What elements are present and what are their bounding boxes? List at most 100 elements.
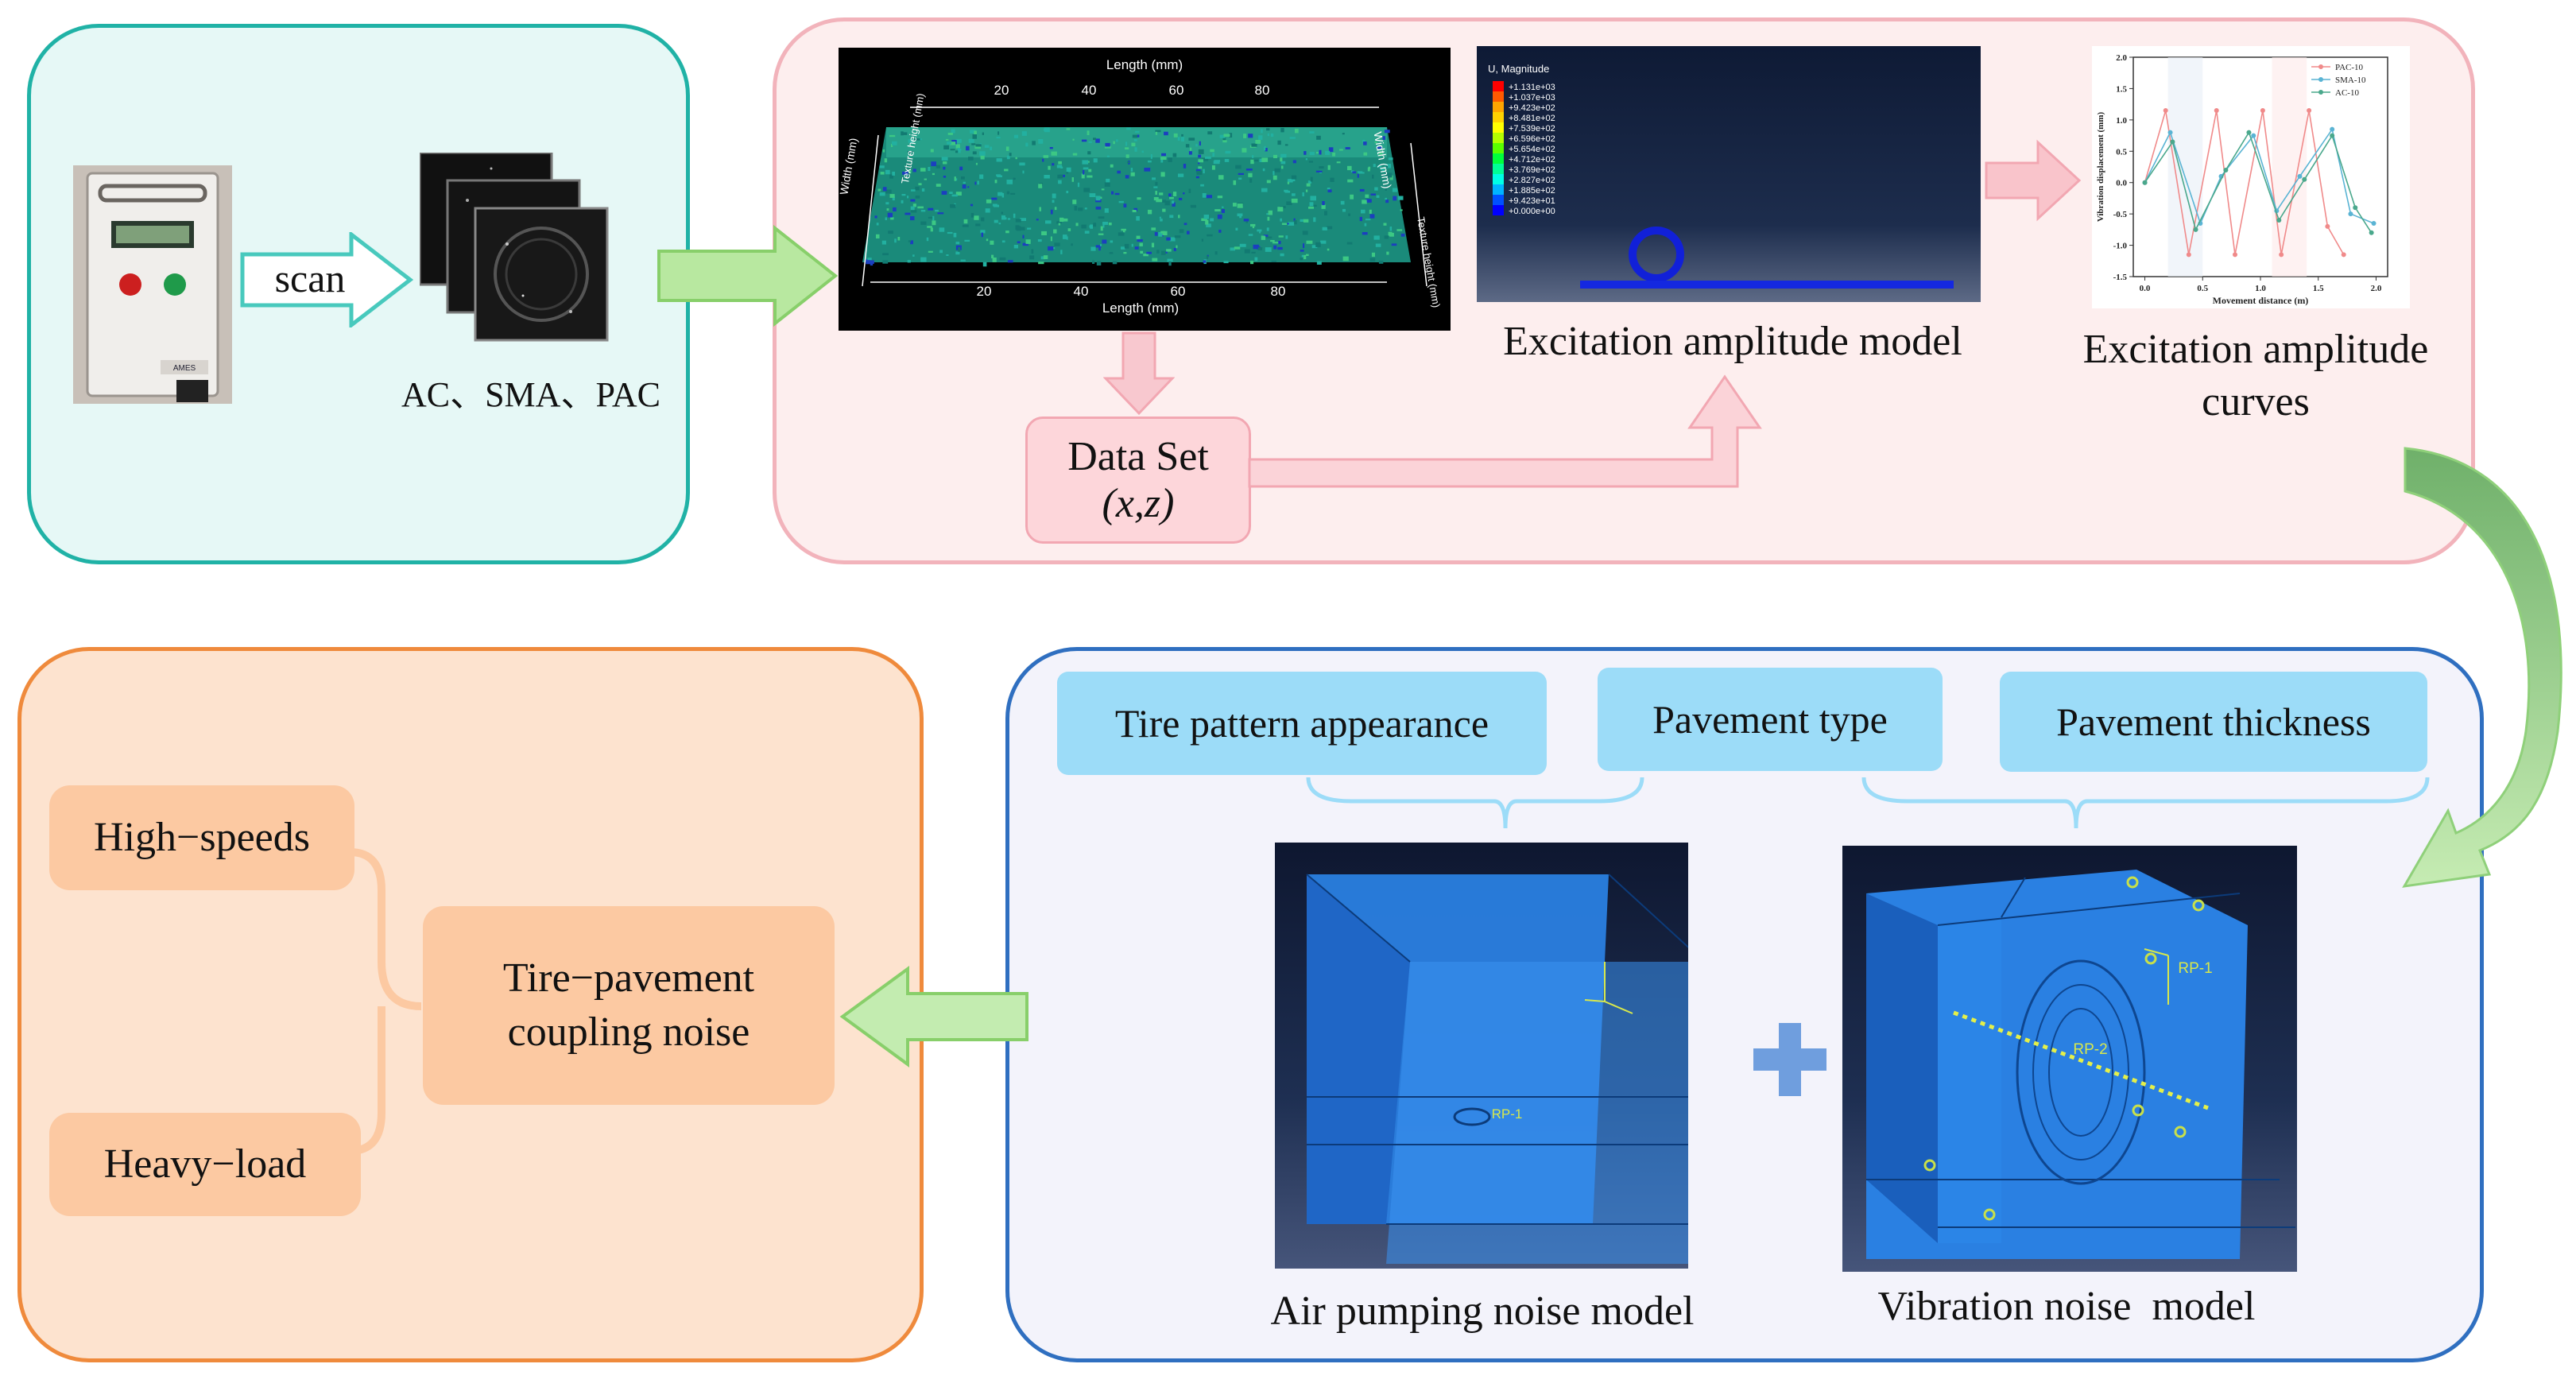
fe-legend-swatch — [1493, 81, 1504, 91]
factor-pavement-type: Pavement type — [1598, 668, 1943, 771]
coupling-noise-line1: Tire−pavement — [502, 955, 755, 1002]
fe-legend-swatch — [1493, 205, 1504, 215]
fe-legend-swatch — [1493, 164, 1504, 174]
curves-point — [2297, 173, 2303, 179]
curves-legend-label: PAC-10 — [2335, 63, 2364, 72]
arrow-to-noise-panel — [2400, 445, 2576, 938]
curves-series-line — [2144, 130, 2373, 234]
curves-point — [2325, 223, 2330, 229]
arrow-to-excitation-model — [1248, 374, 1764, 493]
result-connector — [350, 843, 429, 1160]
surface-texture-3d — [839, 48, 1451, 331]
svg-text:AMES: AMES — [173, 364, 196, 373]
curves-band — [2272, 57, 2307, 277]
dataset-title: Data Set — [1067, 434, 1209, 479]
fe-legend-swatch — [1493, 122, 1504, 133]
curves-point — [2330, 133, 2335, 138]
factor-brackets — [1303, 773, 2432, 836]
excitation-fe-model — [1477, 46, 1981, 302]
surface-bottom-tick-2: 40 — [1073, 284, 1089, 299]
curves-point — [2341, 252, 2346, 258]
coupling-noise-line2: coupling noise — [507, 1009, 750, 1055]
fe-legend-value: +6.596e+02 — [1509, 134, 1555, 144]
scan-label: scan — [274, 256, 346, 300]
fe-legend-value: +1.885e+02 — [1509, 186, 1555, 196]
curves-band — [2167, 57, 2203, 277]
high-speeds-box: High−speeds — [49, 785, 354, 890]
curves-series-line — [2144, 127, 2374, 226]
fe-legend-swatch — [1493, 102, 1504, 112]
fe-legend-swatch — [1493, 195, 1504, 205]
fe-legend-title: U, Magnitude — [1488, 63, 1550, 75]
fe-legend-value: +3.769e+02 — [1509, 165, 1555, 175]
surface-bottom-tick-3: 60 — [1170, 284, 1186, 299]
plus-icon — [1750, 1020, 1830, 1099]
curves-point — [2353, 205, 2358, 211]
heavy-load-box: Heavy−load — [49, 1113, 361, 1216]
fe-legend-value: +1.131e+03 — [1509, 83, 1555, 92]
fe-legend-value: +9.423e+01 — [1509, 196, 1555, 206]
air-pumping-label: Air pumping noise model — [1270, 1288, 1695, 1334]
curves-xtick-label: 2.0 — [2371, 284, 2382, 293]
surface-bottom-tick-4: 80 — [1270, 284, 1286, 299]
fe-legend-swatch — [1493, 143, 1504, 153]
curves-ytick-label: 1.0 — [2116, 116, 2127, 126]
curves-ytick-label: -1.0 — [2113, 242, 2128, 251]
fe-legend-value: +4.712e+02 — [1509, 155, 1555, 165]
fe-legend-value: +7.539e+02 — [1509, 124, 1555, 134]
fe-legend-swatch — [1493, 91, 1504, 102]
curves-xtick-label: 0.5 — [2197, 284, 2208, 293]
dataset-vars: (x,z) — [1102, 481, 1175, 526]
curves-point — [2193, 227, 2198, 232]
arrow-to-dataset — [1103, 331, 1175, 417]
curves-ytick-label: 1.5 — [2116, 84, 2127, 94]
curves-ytick-label: 0.5 — [2116, 147, 2127, 157]
surface-bottom-axis-label: Length (mm) — [1102, 300, 1180, 316]
curves-point — [2369, 230, 2374, 235]
curves-legend-marker — [2318, 90, 2323, 95]
factor-tire-pattern: Tire pattern appearance — [1057, 672, 1547, 775]
curves-point — [2260, 108, 2265, 114]
curves-point — [2170, 139, 2175, 145]
vibration-noise-model — [1842, 846, 2297, 1272]
surface-top-tick-1: 20 — [994, 83, 1009, 98]
curves-legend-marker — [2318, 64, 2323, 69]
scan-images — [420, 153, 610, 351]
fe-legend-swatch — [1493, 112, 1504, 122]
curves-ylabel: Vibration displacement (mm) — [2096, 112, 2105, 223]
curves-xtick-label: 1.5 — [2313, 284, 2324, 293]
curves-point — [2163, 108, 2168, 114]
coupling-noise-box: Tire−pavement coupling noise — [423, 906, 835, 1105]
fe-legend-value: +1.037e+03 — [1509, 93, 1555, 103]
curves-caption-line2: curves — [2202, 379, 2310, 424]
fe-legend-value: +9.423e+02 — [1509, 103, 1555, 113]
laser-scanner-device: AMES — [73, 165, 232, 404]
curves-point — [2142, 180, 2148, 185]
curves-point — [2223, 167, 2229, 172]
surface-bottom-tick-1: 20 — [976, 284, 992, 299]
curves-xtick-label: 1.0 — [2255, 284, 2266, 293]
vib-rp2-label: RP-2 — [2073, 1041, 2108, 1058]
curves-ytick-label: 0.0 — [2116, 179, 2127, 188]
curves-point — [2167, 130, 2173, 135]
fe-legend-swatch — [1493, 133, 1504, 143]
curves-point — [2279, 252, 2284, 258]
curves-ytick-label: -1.5 — [2113, 273, 2128, 282]
curves-ytick-label: 2.0 — [2116, 53, 2127, 63]
arrow-to-curves — [1984, 139, 2082, 222]
surface-top-tick-4: 80 — [1254, 83, 1270, 98]
curves-point — [2371, 220, 2377, 226]
surface-top-tick-2: 40 — [1081, 83, 1097, 98]
air-pumping-model — [1275, 843, 1688, 1269]
curves-xtick-label: 0.0 — [2140, 284, 2151, 293]
surface-top-axis-label: Length (mm) — [1106, 57, 1183, 72]
fe-legend-swatch — [1493, 184, 1504, 195]
vib-rp1-label: RP-1 — [2178, 960, 2213, 977]
arrow-to-result — [838, 965, 1030, 1068]
curves-series-line — [2144, 110, 2345, 255]
curves-point — [2302, 176, 2307, 182]
curves-xlabel: Movement distance (m) — [2213, 295, 2309, 306]
fe-legend-value: +8.481e+02 — [1509, 114, 1555, 123]
curves-point — [2251, 133, 2256, 138]
curves-point — [2307, 108, 2312, 114]
